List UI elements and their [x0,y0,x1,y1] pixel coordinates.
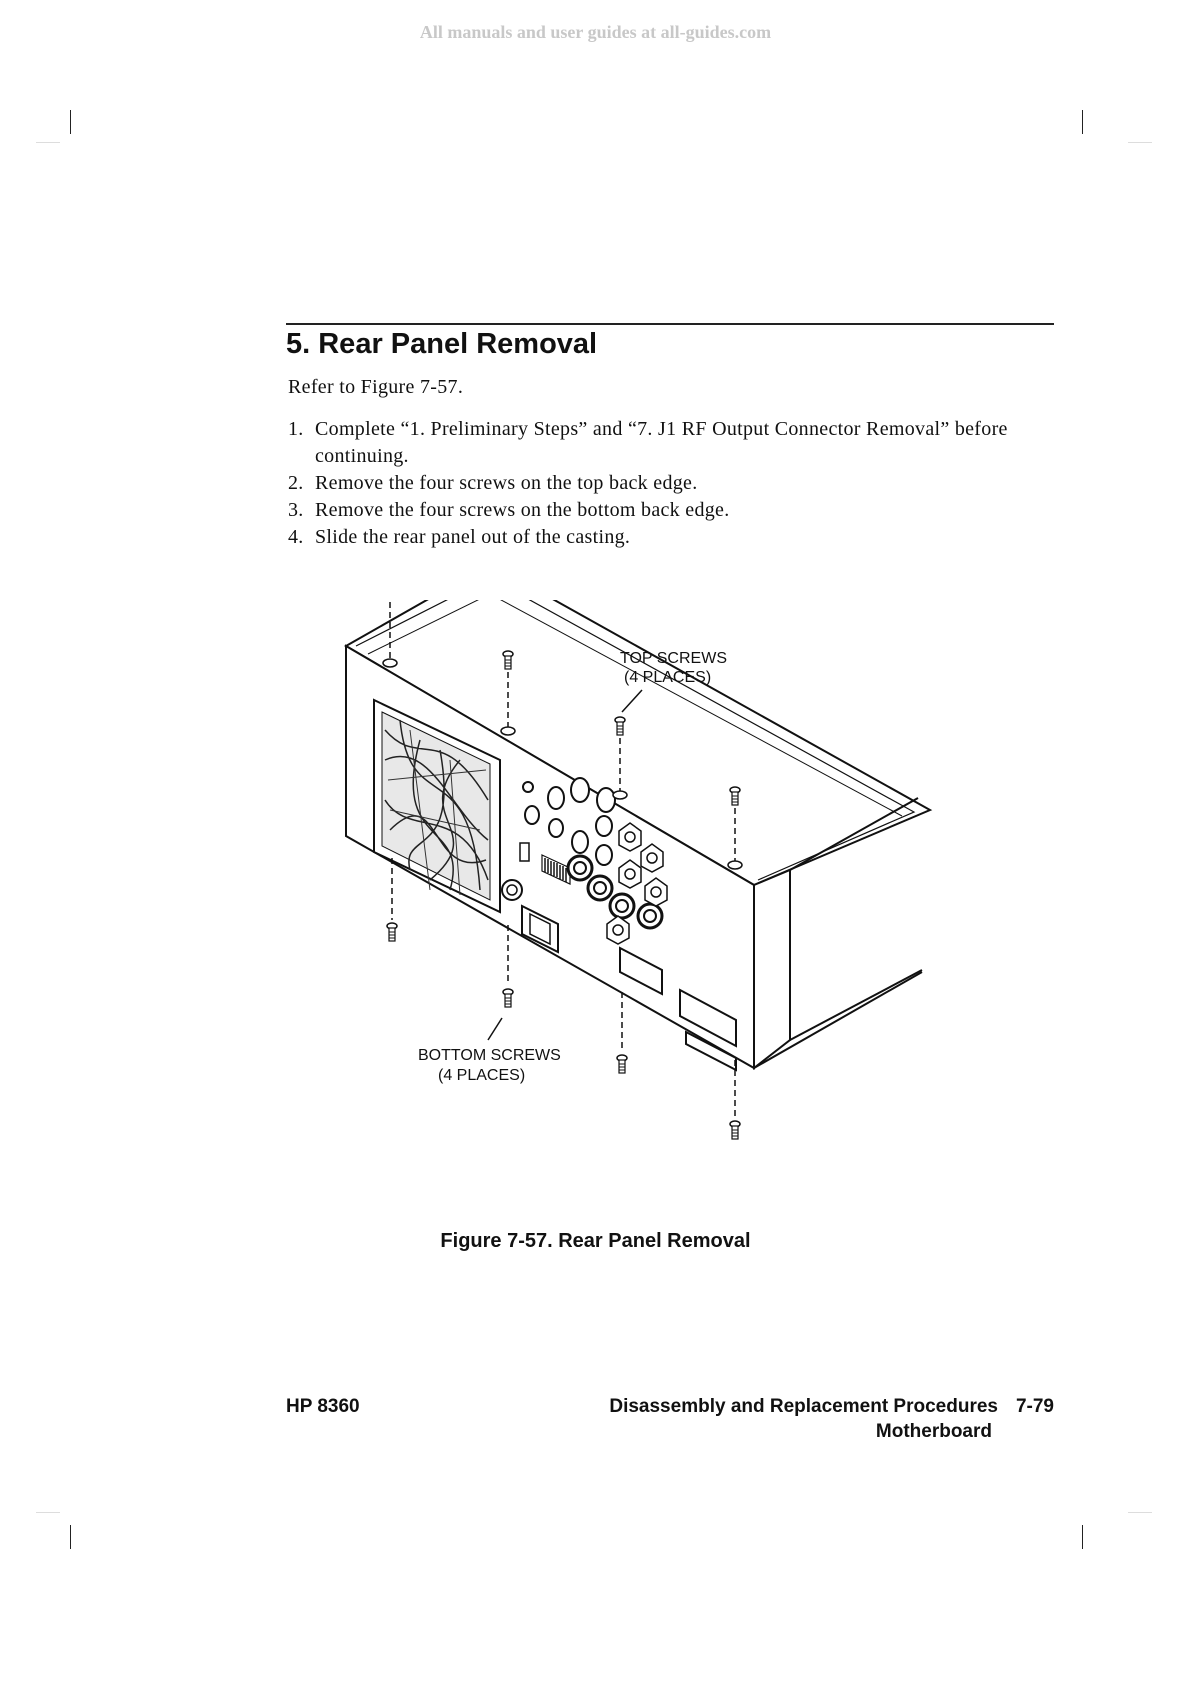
step-item: 3. Remove the four screws on the bottom b… [288,497,1008,524]
procedure-steps: 1. Complete “1. Preliminary Steps” and “7… [288,416,1008,551]
rear-panel-figure: TOP SCREWS (4 PLACES) BOTTOM SCREWS (4 P… [290,600,1050,1225]
step-item: 1. Complete “1. Preliminary Steps” and “7… [288,416,1008,470]
section-rule [286,323,1054,325]
step-number: 2. [288,472,304,494]
power-connector [501,879,559,954]
step-text: Remove the four screws on the top back e… [315,472,698,494]
switch [519,842,530,862]
top-screws-label-2: (4 PLACES) [624,669,711,686]
step-text: Complete “1. Preliminary Steps” and “7. … [315,418,1008,467]
step-number: 3. [288,499,304,521]
crop-mark [36,142,60,143]
footer-right: Disassembly and Replacement Procedures 7-… [609,1396,1054,1443]
footer-model: HP 8360 [286,1396,360,1417]
crop-mark [36,1512,60,1513]
top-screws [382,602,743,870]
watermark: All manuals and user guides at all-guide… [419,22,772,42]
crop-mark [70,110,71,134]
crop-mark [70,1525,71,1549]
bottom-screws [386,858,741,1140]
page-number: 7-79 [1015,1396,1054,1417]
chassis-side [753,868,791,1071]
bottom-leader-line [487,1017,503,1041]
intro-text: Refer to Figure 7-57. [288,376,464,398]
rear-panel-illustration: TOP SCREWS (4 PLACES) BOTTOM SCREWS (4 P… [344,600,933,1140]
step-item: 4. Slide the rear panel out of the castin… [288,524,1008,551]
step-text: Remove the four screws on the bottom bac… [315,499,730,521]
figure-caption: Figure 7-57. Rear Panel Removal [440,1230,751,1252]
connector-holes [524,777,616,866]
small-knob [522,781,534,793]
step-number: 1. [288,418,304,440]
step-number: 4. [288,526,304,548]
barcode-label [541,854,571,885]
bottom-screws-label-2: (4 PLACES) [438,1067,525,1084]
fan-grille [373,698,501,914]
footer-subsection: Motherboard [875,1421,992,1442]
section-title: 5. Rear Panel Removal [286,328,598,360]
crop-mark [1082,1525,1083,1549]
footer-section-title: Disassembly and Replacement Procedures [609,1396,998,1417]
step-text: Slide the rear panel out of the casting. [315,526,631,548]
step-item: 2. Remove the four screws on the top back… [288,470,1008,497]
top-screws-label-1: TOP SCREWS [620,650,727,667]
bottom-screws-label-1: BOTTOM SCREWS [418,1047,561,1064]
dsub-connectors [619,946,737,1072]
crop-mark [1082,110,1083,134]
crop-mark [1128,142,1152,143]
top-leader-line [621,689,643,713]
crop-mark [1128,1512,1152,1513]
footer-section-line: Disassembly and Replacement Procedures 7-… [609,1396,1054,1418]
